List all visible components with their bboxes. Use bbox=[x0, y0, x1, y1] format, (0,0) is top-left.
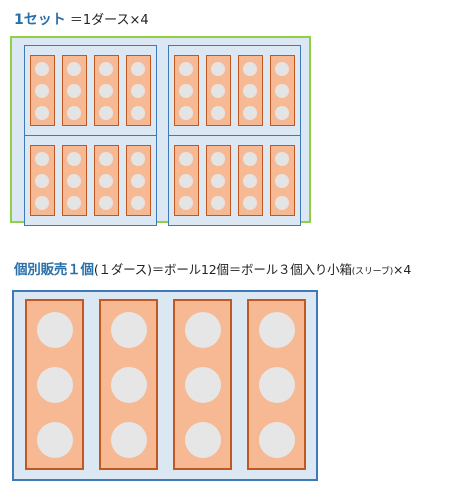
ball bbox=[131, 62, 145, 76]
ball bbox=[131, 106, 145, 120]
ball bbox=[243, 106, 257, 120]
ball bbox=[275, 84, 289, 98]
set-heading: 1セット ＝1ダース×4 bbox=[14, 9, 149, 29]
ball bbox=[35, 84, 49, 98]
single-heading-note: (スリーブ) bbox=[351, 267, 394, 277]
ball bbox=[185, 312, 221, 348]
ball bbox=[259, 367, 295, 403]
ball bbox=[185, 367, 221, 403]
ball bbox=[111, 422, 147, 458]
ball bbox=[99, 152, 113, 166]
ball bbox=[37, 312, 73, 348]
sleeve bbox=[174, 145, 199, 216]
ball bbox=[275, 196, 289, 210]
ball bbox=[67, 84, 81, 98]
ball bbox=[275, 62, 289, 76]
sleeve bbox=[238, 145, 263, 216]
ball bbox=[67, 62, 81, 76]
dozen-box bbox=[168, 135, 301, 226]
ball bbox=[275, 152, 289, 166]
ball bbox=[131, 84, 145, 98]
ball bbox=[35, 62, 49, 76]
sleeve bbox=[206, 145, 231, 216]
ball bbox=[99, 196, 113, 210]
sleeve bbox=[94, 55, 119, 126]
ball bbox=[99, 62, 113, 76]
ball bbox=[259, 312, 295, 348]
single-heading: 個別販売１個(１ダース)＝ボール12個＝ボール３個入り小箱(スリーブ)×4 bbox=[14, 258, 411, 278]
ball bbox=[211, 84, 225, 98]
ball bbox=[259, 422, 295, 458]
single-heading-multiplier: ×4 bbox=[393, 262, 412, 277]
ball bbox=[99, 84, 113, 98]
sleeve bbox=[62, 55, 87, 126]
single-heading-formula: (１ダース)＝ボール12個＝ボール３個入り小箱 bbox=[93, 262, 352, 277]
ball bbox=[179, 84, 193, 98]
ball bbox=[179, 152, 193, 166]
ball bbox=[99, 106, 113, 120]
sleeve bbox=[206, 55, 231, 126]
ball bbox=[185, 422, 221, 458]
ball bbox=[179, 62, 193, 76]
ball bbox=[67, 152, 81, 166]
ball bbox=[243, 84, 257, 98]
ball bbox=[243, 196, 257, 210]
ball bbox=[67, 106, 81, 120]
sleeve bbox=[247, 299, 306, 470]
ball bbox=[211, 174, 225, 188]
dozen-box bbox=[24, 45, 157, 136]
sleeve bbox=[238, 55, 263, 126]
sleeve bbox=[126, 55, 151, 126]
ball bbox=[35, 106, 49, 120]
single-heading-label: 個別販売１個 bbox=[14, 262, 94, 278]
ball bbox=[67, 196, 81, 210]
ball bbox=[131, 196, 145, 210]
set-diagram bbox=[10, 36, 311, 226]
ball bbox=[35, 174, 49, 188]
ball bbox=[99, 174, 113, 188]
ball bbox=[211, 196, 225, 210]
sleeve bbox=[94, 145, 119, 216]
sleeve bbox=[270, 55, 295, 126]
dozen-box bbox=[24, 135, 157, 226]
ball bbox=[243, 152, 257, 166]
sleeve bbox=[173, 299, 232, 470]
ball bbox=[179, 196, 193, 210]
ball bbox=[111, 312, 147, 348]
ball bbox=[67, 174, 81, 188]
ball bbox=[211, 62, 225, 76]
sleeve bbox=[174, 55, 199, 126]
ball bbox=[275, 174, 289, 188]
ball bbox=[243, 174, 257, 188]
ball bbox=[275, 106, 289, 120]
sleeve bbox=[62, 145, 87, 216]
sleeve bbox=[126, 145, 151, 216]
ball bbox=[131, 174, 145, 188]
ball bbox=[131, 152, 145, 166]
sleeve bbox=[270, 145, 295, 216]
single-dozen-diagram bbox=[12, 290, 318, 481]
set-heading-label: 1セット bbox=[14, 12, 66, 28]
sleeve bbox=[30, 55, 55, 126]
ball bbox=[243, 62, 257, 76]
ball bbox=[211, 152, 225, 166]
ball bbox=[211, 106, 225, 120]
sleeve bbox=[25, 299, 84, 470]
ball bbox=[35, 152, 49, 166]
ball bbox=[35, 196, 49, 210]
set-heading-formula: ＝1ダース×4 bbox=[69, 13, 149, 28]
sleeve bbox=[30, 145, 55, 216]
dozen-box bbox=[168, 45, 301, 136]
ball bbox=[111, 367, 147, 403]
ball bbox=[179, 174, 193, 188]
ball bbox=[37, 422, 73, 458]
ball bbox=[179, 106, 193, 120]
sleeve bbox=[99, 299, 158, 470]
ball bbox=[37, 367, 73, 403]
